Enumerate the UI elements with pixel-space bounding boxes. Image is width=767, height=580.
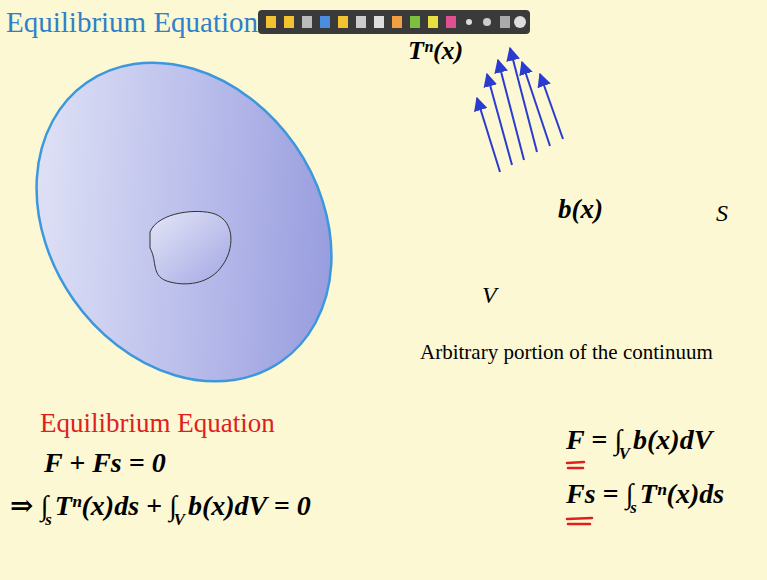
integral-limit: V [174, 510, 185, 529]
section-heading: Equilibrium Equation [40, 408, 275, 439]
whole-continuum [0, 5, 392, 438]
caption-note: Arbitrary portion of the continuum [420, 340, 713, 364]
equation-term: Tⁿ(x)ds [640, 478, 724, 510]
equation-term: Fs = ∫ [566, 478, 633, 510]
equation-term: b(x)dV [633, 424, 712, 456]
equation-term: F = ∫ [566, 424, 622, 456]
integral-limit: s [45, 510, 52, 529]
equation-term: b(x)dV = 0 [188, 490, 311, 522]
toolbar [258, 10, 530, 34]
equation-term: ⇒ ∫ [10, 490, 48, 522]
slide-title: Equilibrium Equation [6, 6, 258, 39]
continuum-portion: b(x) V S [440, 80, 745, 340]
surface-label: S [716, 200, 728, 228]
equation-term: Tⁿ(x)ds + ∫ [55, 490, 177, 522]
equation-row: F = ∫Vb(x)dV [566, 424, 712, 456]
equation-row: ⇒ ∫sTⁿ(x)ds + ∫Vb(x)dV = 0 [10, 490, 311, 522]
integral-limit: V [619, 444, 630, 463]
equation: F + Fs = 0 [44, 447, 166, 479]
volume-label: V [482, 282, 497, 310]
traction-arrows [477, 48, 563, 172]
blob-shape [452, 88, 709, 326]
body-force-label: b(x) [558, 194, 603, 225]
equation-row: Fs = ∫sTⁿ(x)ds [566, 478, 724, 510]
traction-label: Tⁿ(x) [408, 36, 463, 66]
integral-limit: s [630, 498, 637, 517]
